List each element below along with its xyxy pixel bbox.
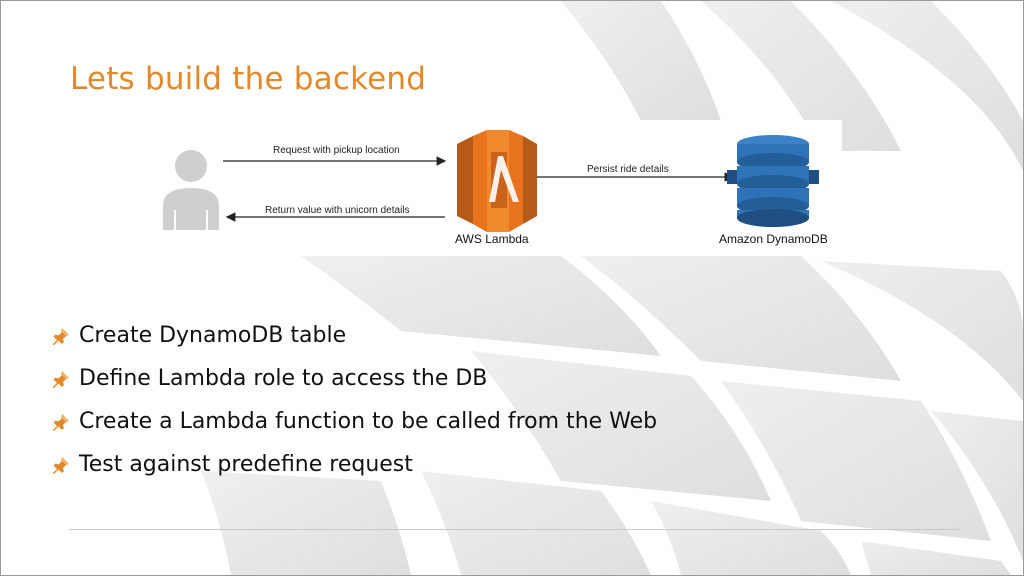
bullet-text: Define Lambda role to access the DB [79, 366, 488, 391]
lambda-label: AWS Lambda [455, 232, 529, 246]
list-item: Define Lambda role to access the DB [51, 357, 657, 400]
footer-divider [69, 529, 959, 530]
user-icon [163, 150, 219, 230]
slide-title: Lets build the backend [70, 61, 427, 97]
bullet-list: Create DynamoDB table Define Lambda role… [51, 314, 657, 486]
list-item: Create a Lambda function to be called fr… [51, 400, 657, 443]
pushpin-icon [52, 327, 69, 345]
bullet-text: Create a Lambda function to be called fr… [79, 409, 658, 434]
bullet-text: Create DynamoDB table [79, 323, 347, 348]
pushpin-icon [52, 413, 69, 431]
aws-lambda-icon [457, 130, 537, 232]
pushpin-icon [52, 456, 69, 474]
list-item: Test against predefine request [51, 443, 657, 486]
edge-persist-label: Persist ride details [587, 164, 669, 175]
bullet-text: Test against predefine request [79, 452, 413, 477]
edge-request-label: Request with pickup location [273, 145, 400, 156]
pushpin-icon [52, 370, 69, 388]
diagram-canvas [163, 130, 819, 232]
dynamodb-icon [727, 135, 819, 227]
edge-return-label: Return value with unicorn details [265, 205, 410, 216]
list-item: Create DynamoDB table [51, 314, 657, 357]
architecture-diagram: Request with pickup location Return valu… [149, 120, 842, 256]
dynamodb-label: Amazon DynamoDB [719, 232, 828, 246]
